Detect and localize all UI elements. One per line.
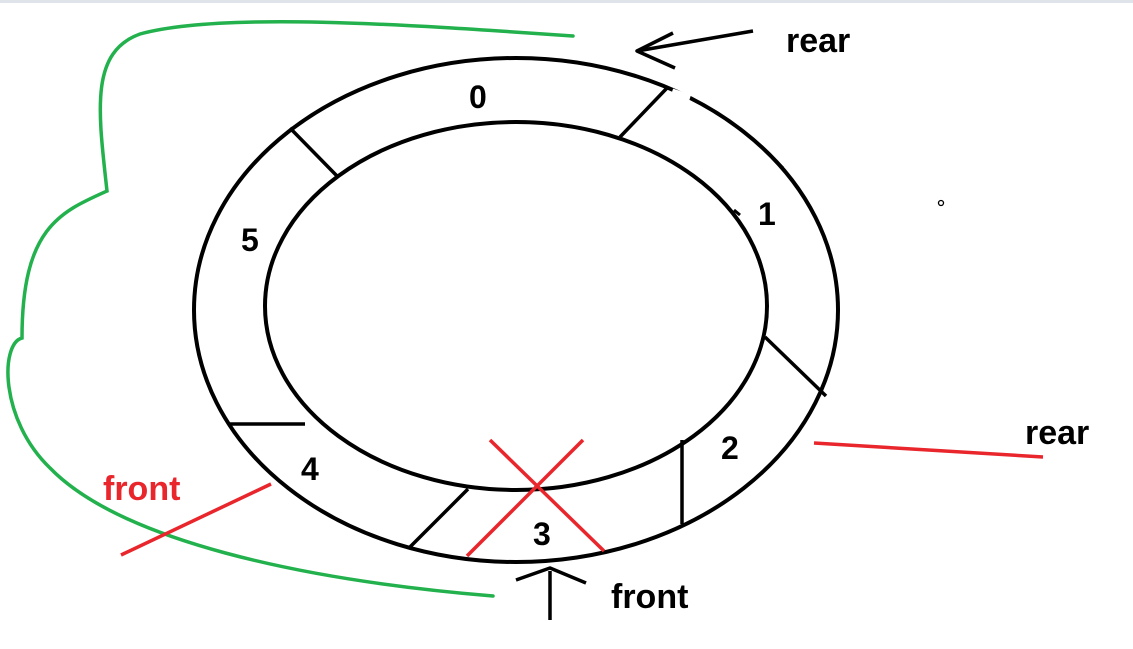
divider-5-0 [288,126,339,178]
slot-label-4: 4 [301,451,319,487]
slot-label-5: 5 [241,222,259,258]
divider-1-2 [763,335,828,398]
strike-x-line [488,438,606,553]
tick-mark [771,156,785,170]
divider-3-4 [408,487,470,549]
inner-ring [263,120,769,492]
front-strike-line [120,482,272,557]
slot-label-0: 0 [469,79,487,115]
front-label-left: front [103,470,180,508]
slot-label-3: 3 [533,516,551,552]
tick-mark [733,208,741,217]
outer-ring [192,56,840,564]
slot-label-1: 1 [758,196,776,232]
divider-0-1 [618,86,669,139]
eraser-gap [670,88,692,102]
strike-x-line [465,438,585,558]
rear-arrow-top [635,29,754,70]
small-dot [937,199,945,207]
front-label-bottom: front [611,578,688,616]
wraparound-curve [6,20,575,598]
rear-label-top: rear [786,22,850,60]
rear-pointer-line [813,441,1044,459]
slot-label-2: 2 [721,430,739,466]
window-top-border [0,0,1133,3]
rear-label-right: rear [1025,414,1089,452]
front-arrow-bottom [515,566,587,620]
